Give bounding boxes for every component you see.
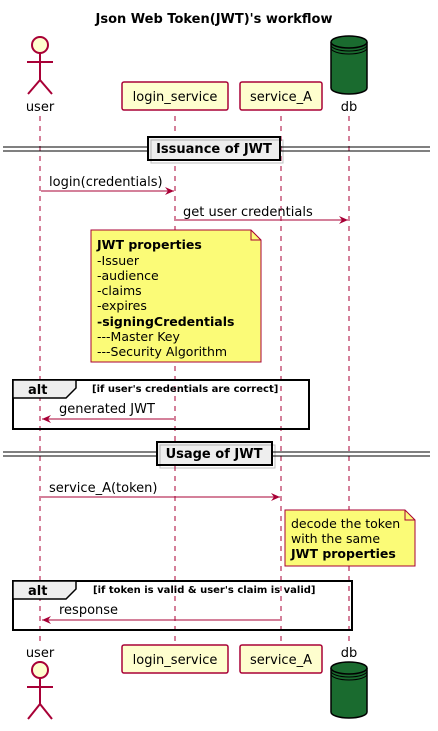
divider-usage-label: Usage of JWT xyxy=(166,447,263,462)
note-jwt-line-2: -audience xyxy=(97,268,159,283)
note-jwt-line-3: -claims xyxy=(97,283,142,298)
participant-service-a-top: service_A xyxy=(239,81,323,111)
note-jwt-line-6: ---Master Key xyxy=(97,329,180,344)
note-decode-line-0: decode the token xyxy=(291,516,400,531)
participant-db-label-bottom: db xyxy=(341,646,358,661)
note-jwt-line-1: -Issuer xyxy=(97,253,140,268)
note-jwt-line-5: -signingCredentials xyxy=(97,314,234,329)
participant-service-a-bottom: service_A xyxy=(239,644,323,674)
message-response-label: response xyxy=(59,603,118,618)
note-jwt-line-7: ---Security Algorithm xyxy=(97,344,227,359)
note-decode-line-1: with the same xyxy=(291,531,380,546)
alt-frame-credentials-keyword: alt xyxy=(28,383,47,398)
message-login-label: login(credentials) xyxy=(49,175,163,190)
participant-login-service-bottom: login_service xyxy=(121,644,229,674)
note-jwt-line-4: -expires xyxy=(97,298,147,313)
note-jwt-line-0: JWT properties xyxy=(96,237,202,252)
alt-frame-token-valid: alt [if token is valid & user's claim is… xyxy=(12,580,353,631)
participant-db-label-top: db xyxy=(341,100,358,115)
diagram-title: Json Web Token(JWT)'s workflow xyxy=(95,12,333,27)
actor-user-bottom xyxy=(27,661,53,720)
alt-frame-token-valid-condition: [if token is valid & user's claim is val… xyxy=(93,585,316,596)
database-db-bottom xyxy=(330,661,368,719)
note-decode: decode the token with the same JWT prope… xyxy=(284,509,416,567)
alt-frame-credentials-condition: [if user's credentials are correct] xyxy=(92,384,278,395)
actor-user-top xyxy=(27,36,53,95)
divider-issuance-label: Issuance of JWT xyxy=(156,142,272,157)
svg-text:service_A: service_A xyxy=(250,90,312,105)
svg-text:login_service: login_service xyxy=(133,653,218,668)
message-generated-jwt-label: generated JWT xyxy=(59,402,155,417)
alt-frame-credentials: alt [if user's credentials are correct] xyxy=(12,379,310,430)
message-get-credentials-label: get user credentials xyxy=(183,205,313,220)
svg-text:login_service: login_service xyxy=(133,90,218,105)
note-jwt-properties: JWT properties -Issuer -audience -claims… xyxy=(90,229,262,363)
participant-login-service-top: login_service xyxy=(121,81,229,111)
message-service-a-label: service_A(token) xyxy=(49,481,157,496)
divider-issuance: Issuance of JWT xyxy=(3,136,430,164)
participant-user-label-top: user xyxy=(26,100,55,115)
alt-frame-token-valid-keyword: alt xyxy=(28,584,47,599)
svg-text:service_A: service_A xyxy=(250,653,312,668)
note-decode-line-2: JWT properties xyxy=(290,546,396,561)
participant-user-label-bottom: user xyxy=(26,646,55,661)
database-db-top xyxy=(330,35,368,95)
divider-usage: Usage of JWT xyxy=(3,441,430,469)
